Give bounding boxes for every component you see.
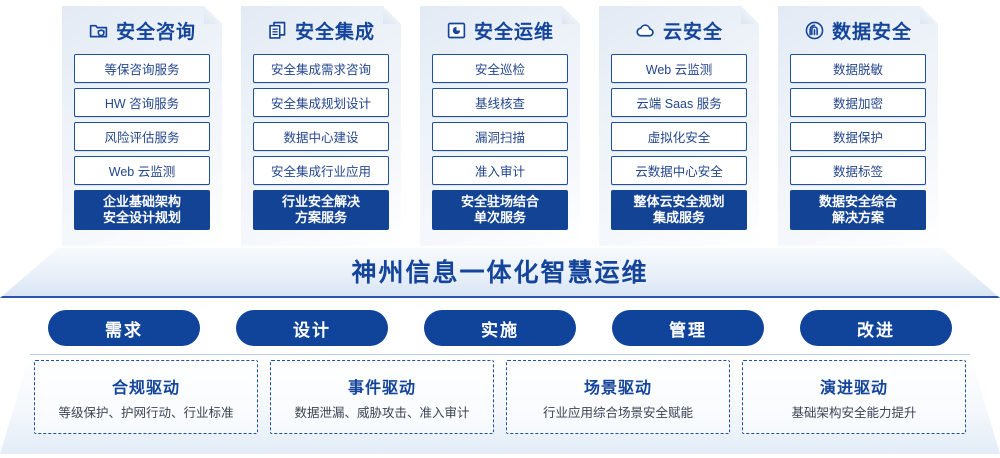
column-title: 安全集成 — [294, 21, 375, 43]
column-title: 数据安全 — [831, 21, 912, 43]
service-item[interactable]: 风险评估服务 — [74, 122, 210, 151]
capability-column-security-operations[interactable]: 安全运维 安全巡检 基线核查 漏洞扫描 准入审计 安全驻场结合 单次服务 — [420, 6, 580, 246]
driver-card-evolution[interactable]: 演进驱动 基础架构安全能力提升 — [742, 360, 966, 434]
fingerprint-icon — [804, 20, 825, 41]
highlight-line: 集成服务 — [652, 210, 705, 225]
highlight-line: 数据安全综合 — [818, 194, 897, 209]
stage-pill-requirement[interactable]: 需求 — [48, 310, 200, 346]
column-highlight-card[interactable]: 整体云安全规划 集成服务 — [611, 190, 747, 230]
column-header: 云安全 — [611, 6, 747, 54]
driver-title: 合规驱动 — [111, 379, 180, 397]
service-item[interactable]: 等保咨询服务 — [74, 54, 210, 83]
service-item[interactable]: 安全集成需求咨询 — [253, 54, 389, 83]
driver-subtitle: 基础架构安全能力提升 — [791, 405, 917, 420]
column-title: 安全运维 — [473, 21, 554, 43]
driver-title: 演进驱动 — [819, 379, 888, 397]
highlight-line: 解决方案 — [831, 210, 884, 225]
banner-title: 神州信息一体化智慧运维 — [351, 259, 649, 287]
stage-pill-improvement[interactable]: 改进 — [800, 310, 952, 346]
driver-card-incident[interactable]: 事件驱动 数据泄漏、威胁攻击、准入审计 — [270, 360, 494, 434]
column-header: 安全集成 — [253, 6, 389, 54]
service-item[interactable]: Web 云监测 — [611, 54, 747, 83]
driver-subtitle: 等级保护、护网行动、行业标准 — [58, 405, 234, 420]
highlight-line: 安全驻场结合 — [460, 194, 539, 209]
service-item[interactable]: Web 云监测 — [74, 156, 210, 185]
capability-column-security-consulting[interactable]: 安全咨询 等保咨询服务 HW 咨询服务 风险评估服务 Web 云监测 企业基础架… — [62, 6, 222, 246]
stage-pill-design[interactable]: 设计 — [236, 310, 388, 346]
lifecycle-stages: 需求 设计 实施 管理 改进 — [0, 310, 1000, 346]
column-title: 安全咨询 — [115, 21, 196, 43]
drivers-section: 合规驱动 等级保护、护网行动、行业标准 事件驱动 数据泄漏、威胁攻击、准入审计 … — [0, 354, 1000, 454]
driver-subtitle: 行业应用综合场景安全赋能 — [542, 405, 693, 420]
service-item[interactable]: 安全集成规划设计 — [253, 88, 389, 117]
highlight-line: 行业安全解决 — [281, 194, 360, 209]
service-item[interactable]: 准入审计 — [432, 156, 568, 185]
column-highlight-card[interactable]: 企业基础架构 安全设计规划 — [74, 190, 210, 230]
capability-column-data-security[interactable]: 数据安全 数据脱敏 数据加密 数据保护 数据标签 数据安全综合 解决方案 — [778, 6, 938, 246]
banner-shape — [0, 248, 1000, 298]
column-highlight-card[interactable]: 安全驻场结合 单次服务 — [432, 190, 568, 230]
service-item[interactable]: HW 咨询服务 — [74, 88, 210, 117]
stacked-documents-icon — [267, 20, 288, 41]
column-header: 数据安全 — [790, 6, 926, 54]
service-item[interactable]: 安全集成行业应用 — [253, 156, 389, 185]
highlight-line: 单次服务 — [473, 210, 526, 225]
monitor-pie-chart-icon — [446, 20, 467, 41]
service-item[interactable]: 漏洞扫描 — [432, 122, 568, 151]
platform-banner: 神州信息一体化智慧运维 — [0, 248, 1000, 298]
driver-card-scenario[interactable]: 场景驱动 行业应用综合场景安全赋能 — [506, 360, 730, 434]
capability-column-cloud-security[interactable]: 云安全 Web 云监测 云端 Saas 服务 虚拟化安全 云数据中心安全 整体云… — [599, 6, 759, 246]
driver-card-compliance[interactable]: 合规驱动 等级保护、护网行动、行业标准 — [34, 360, 258, 434]
driver-title: 事件驱动 — [347, 379, 416, 397]
column-header: 安全运维 — [432, 6, 568, 54]
folder-shield-icon — [88, 20, 109, 41]
capability-column-security-integration[interactable]: 安全集成 安全集成需求咨询 安全集成规划设计 数据中心建设 安全集成行业应用 行… — [241, 6, 401, 246]
service-item[interactable]: 数据脱敏 — [790, 54, 926, 83]
highlight-line: 企业基础架构 — [102, 194, 181, 209]
column-title: 云安全 — [662, 21, 723, 43]
driver-subtitle: 数据泄漏、威胁攻击、准入审计 — [294, 405, 470, 420]
cloud-icon — [635, 20, 656, 41]
service-item[interactable]: 数据标签 — [790, 156, 926, 185]
driver-title: 场景驱动 — [583, 379, 652, 397]
service-item[interactable]: 数据保护 — [790, 122, 926, 151]
highlight-line: 安全设计规划 — [102, 210, 181, 225]
service-item[interactable]: 数据中心建设 — [253, 122, 389, 151]
column-header: 安全咨询 — [74, 6, 210, 54]
service-item[interactable]: 虚拟化安全 — [611, 122, 747, 151]
service-item[interactable]: 安全巡检 — [432, 54, 568, 83]
stage-pill-implementation[interactable]: 实施 — [424, 310, 576, 346]
highlight-line: 整体云安全规划 — [633, 194, 725, 209]
column-highlight-card[interactable]: 数据安全综合 解决方案 — [790, 190, 926, 230]
stage-pill-management[interactable]: 管理 — [612, 310, 764, 346]
capability-columns: 安全咨询 等保咨询服务 HW 咨询服务 风险评估服务 Web 云监测 企业基础架… — [0, 6, 1000, 246]
service-item[interactable]: 云端 Saas 服务 — [611, 88, 747, 117]
highlight-line: 方案服务 — [294, 210, 347, 225]
service-item[interactable]: 基线核查 — [432, 88, 568, 117]
column-highlight-card[interactable]: 行业安全解决 方案服务 — [253, 190, 389, 230]
service-item[interactable]: 云数据中心安全 — [611, 156, 747, 185]
service-item[interactable]: 数据加密 — [790, 88, 926, 117]
